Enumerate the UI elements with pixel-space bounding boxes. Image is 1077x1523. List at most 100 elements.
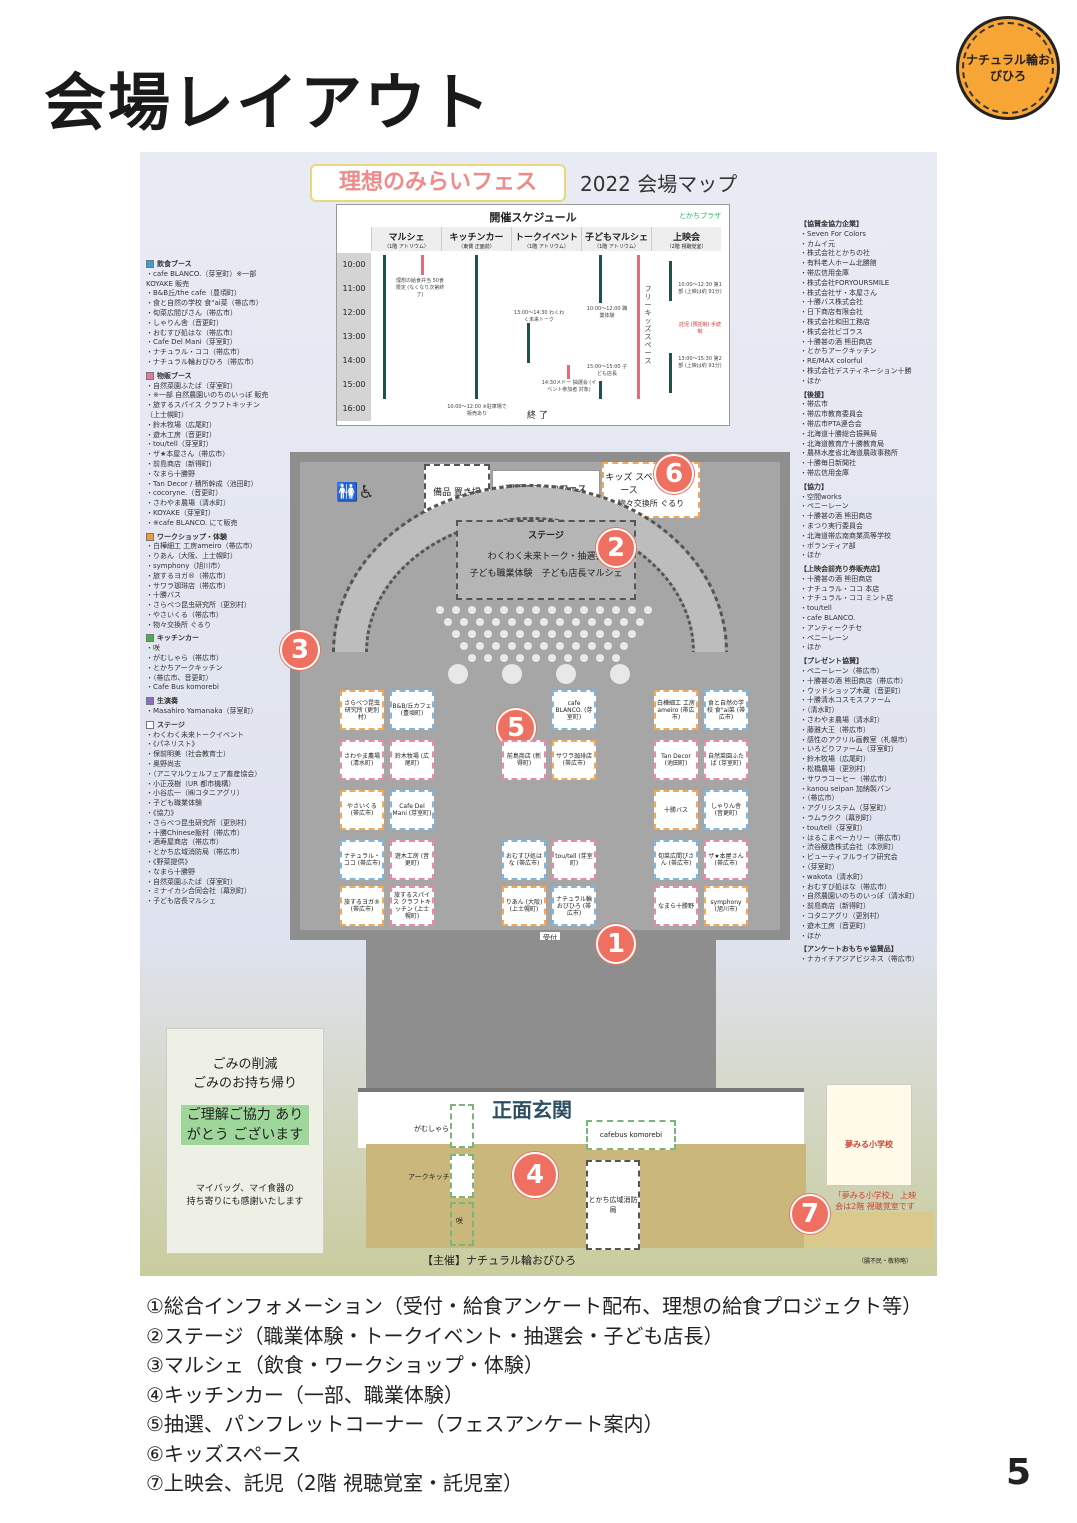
legend-item: ・帯広市PTA連合会: [800, 419, 862, 428]
legend-item: ・自然菜園ふたば（芽室町）: [146, 381, 237, 390]
legend-item: ・まつり実行委員会: [800, 521, 863, 530]
audience-seat: [540, 618, 548, 626]
legend-item: ・Masahiro Yamanaka（芽室町）: [146, 707, 258, 716]
organizer: 【主催】ナチュラル輪おびひろ: [422, 1254, 576, 1267]
legend-item: ・Cafe Del Mani（芽室町）: [146, 338, 237, 347]
schedule-col-1: キッチンカー（東側 正面前）: [441, 227, 511, 251]
legend-item: ・B&B丘/the cafe（豊頃町）: [146, 289, 242, 298]
legend-item: ・Seven For Colors: [800, 229, 866, 238]
legend-heading-text: 飲食ブース: [157, 260, 192, 268]
marker-3: 3: [280, 630, 320, 670]
schedule-col-3: 子どもマルシェ（1階 アトリウム）: [581, 227, 651, 251]
marker-2: 2: [596, 528, 636, 568]
booth: tou/tell (芽室町): [552, 840, 596, 880]
kitchen-ark: アークキッチン: [408, 1173, 457, 1181]
round-table: [610, 664, 630, 684]
audience-seat: [556, 618, 564, 626]
legend-item: ・※一部 自然農園いのちのいっぽ 販売: [146, 391, 269, 400]
booth: 自然菜園ふたば (芽室町): [704, 740, 748, 780]
booth: 十勝バス: [654, 790, 698, 830]
legend-heading: 物販ブース: [146, 371, 270, 382]
legend-heading: キッチンカー: [146, 634, 270, 644]
legend-item: ・《協力》: [146, 809, 178, 818]
movie-bar-2: [669, 353, 672, 393]
audience-seat: [452, 606, 460, 614]
legend-item: ・wakota（清水町）: [800, 872, 868, 881]
legend-item: ・はるこまベーカリー（帯広市）: [800, 833, 905, 842]
movie-note-2: 13:00〜15:30 第2部 (上映は約 91分): [678, 356, 722, 369]
legend-heading-text: 【協力】: [800, 482, 828, 491]
legend-item: ・酒寿屋商店（帯広市）: [146, 838, 223, 847]
booth: りあん (大阪) (上士幌町): [502, 886, 546, 926]
schedule-time: 16:00: [337, 397, 371, 421]
audience-seat: [580, 654, 588, 662]
booth: 遊木工房 (音更町): [390, 840, 434, 880]
legend-swatch: [146, 260, 154, 268]
kitchen-gamushara: がむしゃら: [414, 1125, 449, 1133]
legend-item: ・なまら十勝野: [146, 867, 195, 876]
legend-item: ・サワラ珈琲店（帯広市）: [146, 581, 230, 590]
legend-line: ①総合インフォメーション（受付・給食アンケート配布、理想の給食プロジェクト等）: [146, 1294, 923, 1318]
legend-item: ・おむすび処はな（帯広市）: [800, 882, 891, 891]
kitchen-bar: [475, 255, 478, 399]
booth: なまら十勝野: [654, 886, 698, 926]
audience-seat: [460, 642, 468, 650]
booth: 旬菜広間ぴさん (帯広市): [654, 840, 698, 880]
movie-note-1: 10:00〜12:30 第1部 (上映は約 91分): [678, 282, 722, 295]
legend-item: ・ほか: [800, 931, 821, 940]
legend-item: ・ウッドショップ木蔵（音更町）: [800, 686, 905, 695]
legend-item: ・ほか: [800, 643, 821, 652]
legend-swatch: [146, 697, 154, 706]
schedule-col-sub: （東側 正面前）: [458, 244, 495, 250]
talk-note: 13:00〜14:30 わくわく未来トーク: [513, 310, 565, 323]
trash-line-2: ごみのお持ち帰り: [192, 1076, 297, 1091]
round-table: [502, 664, 522, 684]
legend-item: ・カムイ元: [800, 239, 835, 248]
kitchen-note: 10:00〜12:00 ※駐車場で販売あり: [447, 404, 507, 417]
page-number: 5: [1005, 1452, 1031, 1493]
legend-item: ・がむしゃら（帯広市）: [146, 654, 223, 663]
marche-bar: [383, 255, 386, 399]
legend-item: ・有料老人ホーム北勝館: [800, 259, 877, 268]
legend-item: ・株式会社和田工務店: [800, 317, 870, 326]
legend-heading: 生演奏: [146, 697, 270, 707]
legend-item: ・保前明美（社会教育士）: [146, 750, 230, 759]
legend-heading: ステージ: [146, 720, 270, 731]
marker-6: 6: [654, 454, 694, 494]
legend-line: ②ステージ（職業体験・トークイベント・抽選会・子ども店長）: [146, 1323, 724, 1348]
trash-line-1: ごみの削減: [212, 1057, 278, 1072]
ark-slot: [450, 1154, 474, 1198]
legend-item: ・ボランティア部: [800, 541, 856, 550]
schedule-time: 13:00: [337, 325, 371, 349]
legend-swatch: [146, 532, 154, 541]
audience-seat: [492, 642, 500, 650]
location-legend: ①総合インフォメーション（受付・給食アンケート配布、理想の給食プロジェクト等） ②…: [146, 1292, 922, 1499]
kitchen-saki: 咲: [456, 1217, 463, 1225]
legend-item: ・しゃりん舎（音更町）: [146, 318, 223, 327]
legend-item: ・自然菜園ふたば（芽室町）: [146, 877, 237, 886]
audience-seat: [588, 618, 596, 626]
audience-seat: [476, 618, 484, 626]
logo: ナチュラル輪おびひろ: [956, 16, 1060, 120]
audience-seat: [556, 642, 564, 650]
audience-seat: [604, 618, 612, 626]
legend-item: ・tou/tell（芽室町）: [146, 440, 213, 449]
legend-heading: 【後援】: [800, 391, 934, 401]
audience-seat: [476, 642, 484, 650]
legend-item: ・とかちアークキッチン: [800, 347, 877, 356]
audience-seat: [628, 630, 636, 638]
legend-item: ・農林水産省北海道農政事務所: [800, 449, 898, 458]
legend-item: ・物々交換所 ぐるり: [146, 620, 212, 629]
legend-item: ・さらべつ昆虫研究所（更別村）: [146, 818, 251, 827]
legend-item: ・空間works: [800, 492, 842, 501]
schedule-time: 10:00: [337, 253, 371, 277]
legend-item: ・ナチュラル・ココ ミント店: [800, 594, 894, 603]
legend-item: ・遊木工房（音更町）: [800, 921, 870, 930]
movie-poster: 夢みる小学校: [826, 1084, 912, 1186]
legend-item: ・十勝甚の酒 熊田商店: [800, 574, 873, 583]
audience-seat: [508, 642, 516, 650]
free-kids-note: フリーキッズスペース: [644, 285, 652, 365]
legend-item: ・さらべつ昆虫研究所（更別村）: [146, 601, 251, 610]
kids-note-2: 15:00〜15:00 子ども店長: [586, 364, 628, 377]
audience-seat: [524, 642, 532, 650]
